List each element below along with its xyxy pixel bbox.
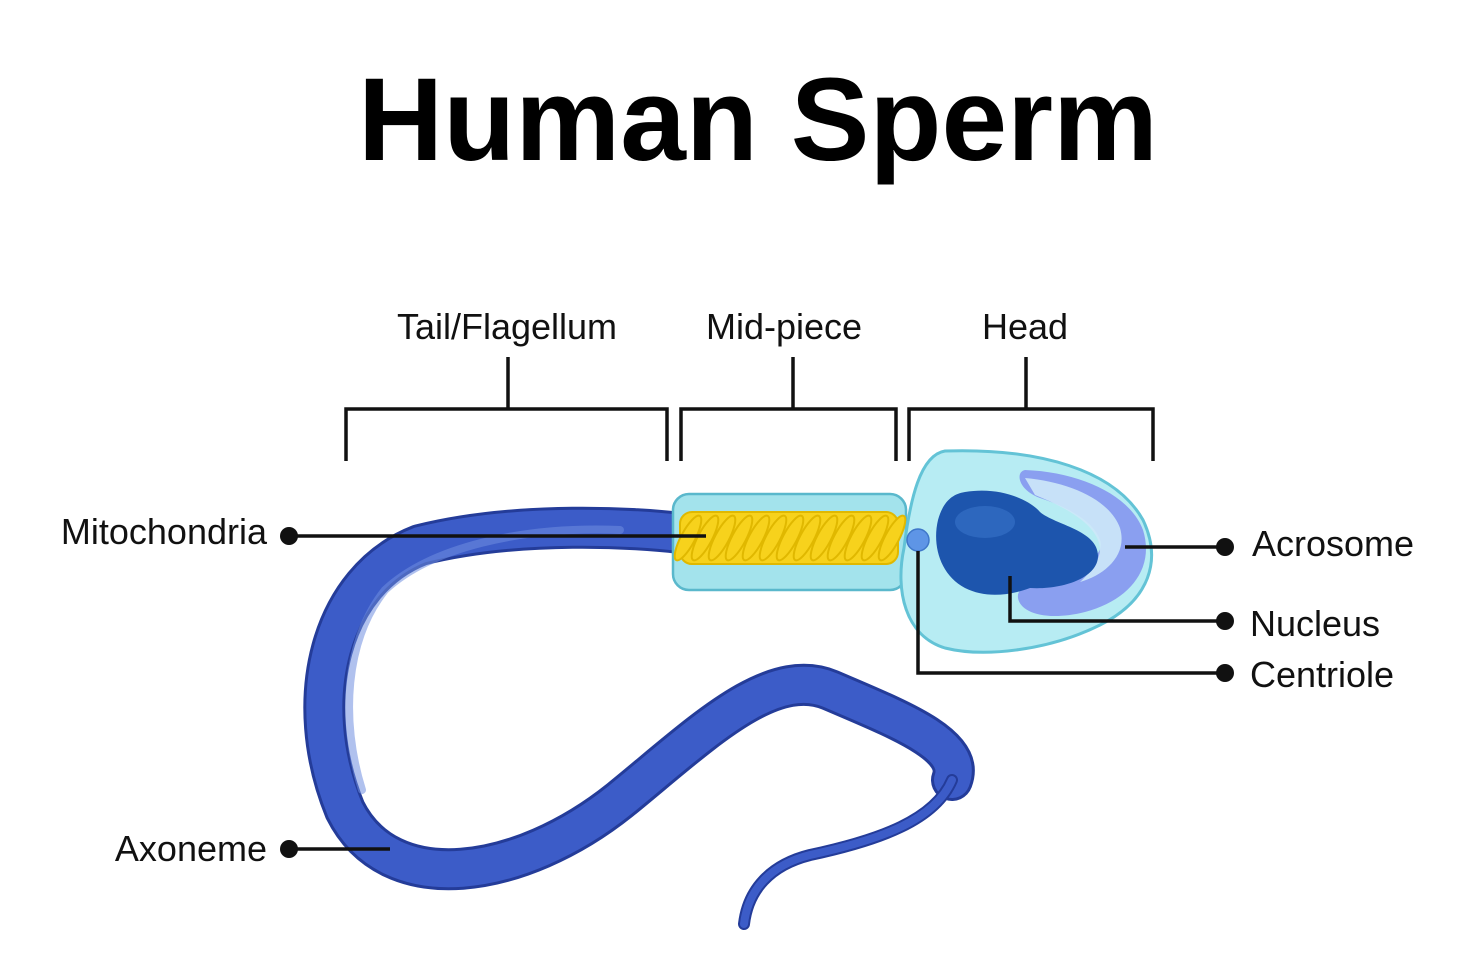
label-centriole: Centriole	[1250, 654, 1394, 695]
section-label-midpiece: Mid-piece	[706, 306, 862, 347]
acrosome-inner	[1025, 478, 1122, 582]
tail-end	[740, 776, 956, 928]
mitochondria-coil	[826, 514, 856, 562]
leader-axoneme	[280, 840, 390, 858]
label-acrosome: Acrosome	[1252, 523, 1414, 564]
mitochondria-coil	[741, 514, 771, 562]
mitochondria-coil	[877, 514, 907, 562]
tail-end-outline	[738, 774, 958, 930]
bracket-midpiece	[679, 357, 898, 461]
centriole	[906, 528, 930, 552]
bracket-head	[907, 357, 1155, 461]
midpiece	[671, 492, 908, 592]
section-label-tail: Tail/Flagellum	[397, 306, 617, 347]
sperm-head	[899, 449, 1153, 654]
leader-acrosome	[1125, 538, 1234, 556]
page-title: Human Sperm	[358, 54, 1158, 186]
leader-centriole	[916, 551, 1234, 682]
mitochondria-coil	[809, 514, 839, 562]
label-axoneme: Axoneme	[115, 828, 267, 869]
leader-nucleus	[1008, 576, 1234, 630]
mitochondria-coil	[758, 514, 788, 562]
bracket-tail	[344, 357, 669, 461]
mitochondria-coil	[860, 514, 890, 562]
mitochondria-coil	[707, 514, 737, 562]
mitochondria-coil	[792, 514, 822, 562]
leader-mitochondria	[280, 527, 706, 545]
mitochondria-coil	[775, 514, 805, 562]
nucleus-highlight	[955, 506, 1015, 538]
mitochondria-coils	[673, 514, 907, 562]
label-nucleus: Nucleus	[1250, 603, 1380, 644]
mitochondria-coil	[843, 514, 873, 562]
section-label-head: Head	[982, 306, 1068, 347]
tail-highlight	[345, 525, 624, 794]
label-mitochondria: Mitochondria	[61, 511, 268, 552]
mitochondria-coil	[724, 514, 754, 562]
